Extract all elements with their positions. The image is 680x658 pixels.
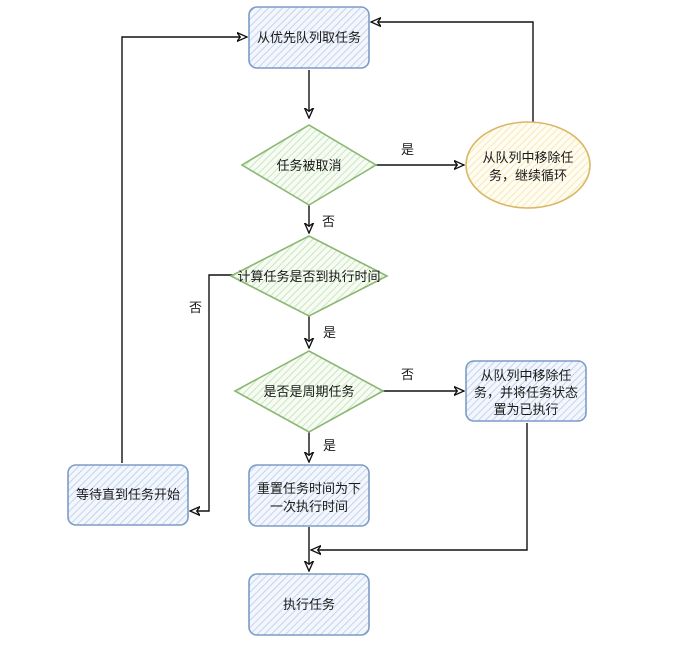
edge-label-time-yes: 是 bbox=[323, 326, 336, 341]
edge-label-periodic-yes: 是 bbox=[323, 439, 336, 454]
node-remove-continue[interactable]: 从队列中移除任 务，继续循环 bbox=[465, 121, 591, 209]
node-remove-mark-label-3: 置为已执行 bbox=[493, 403, 558, 418]
edge-label-periodic-no: 否 bbox=[401, 368, 414, 383]
node-check-time[interactable]: 计算任务是否到执行时间 bbox=[229, 235, 389, 317]
edge-remove-to-merge bbox=[311, 423, 528, 550]
node-remove-mark-label-2: 务，并将任务状态 bbox=[474, 385, 578, 401]
node-check-time-label: 计算任务是否到执行时间 bbox=[237, 269, 380, 285]
node-wait-start-label: 等待直到任务开始 bbox=[76, 487, 180, 503]
edge-label-cancelled-no: 否 bbox=[322, 215, 335, 230]
node-fetch-task-label: 从优先队列取任务 bbox=[257, 30, 361, 46]
node-remove-continue-label-1: 从队列中移除任 bbox=[482, 151, 573, 166]
node-reset-time-label-1: 重置任务时间为下 bbox=[257, 481, 361, 497]
edge-remove-to-fetch bbox=[371, 22, 534, 122]
node-remove-mark[interactable]: 从队列中移除任 务，并将任务状态 置为已执行 bbox=[465, 360, 587, 422]
node-remove-mark-label-1: 从队列中移除任 bbox=[480, 369, 571, 384]
node-task-cancelled-label: 任务被取消 bbox=[276, 158, 341, 174]
node-reset-time-label-2: 一次执行时间 bbox=[270, 499, 348, 515]
node-execute-task[interactable]: 执行任务 bbox=[248, 573, 370, 636]
node-reset-time[interactable]: 重置任务时间为下 一次执行时间 bbox=[248, 464, 370, 527]
edge-label-cancelled-yes: 是 bbox=[401, 143, 414, 158]
node-wait-start[interactable]: 等待直到任务开始 bbox=[67, 464, 189, 526]
node-fetch-task[interactable]: 从优先队列取任务 bbox=[248, 6, 370, 69]
edge-label-time-no: 否 bbox=[189, 301, 202, 316]
node-task-cancelled[interactable]: 任务被取消 bbox=[240, 124, 378, 206]
edge-wait-to-fetch bbox=[121, 37, 247, 463]
node-remove-continue-label-2: 务，继续循环 bbox=[489, 168, 567, 184]
node-is-periodic[interactable]: 是否是周期任务 bbox=[233, 350, 385, 433]
edges bbox=[121, 22, 534, 571]
node-execute-task-label: 执行任务 bbox=[283, 597, 335, 613]
edge-time-no-to-wait bbox=[190, 274, 233, 511]
node-is-periodic-label: 是否是周期任务 bbox=[263, 384, 354, 400]
